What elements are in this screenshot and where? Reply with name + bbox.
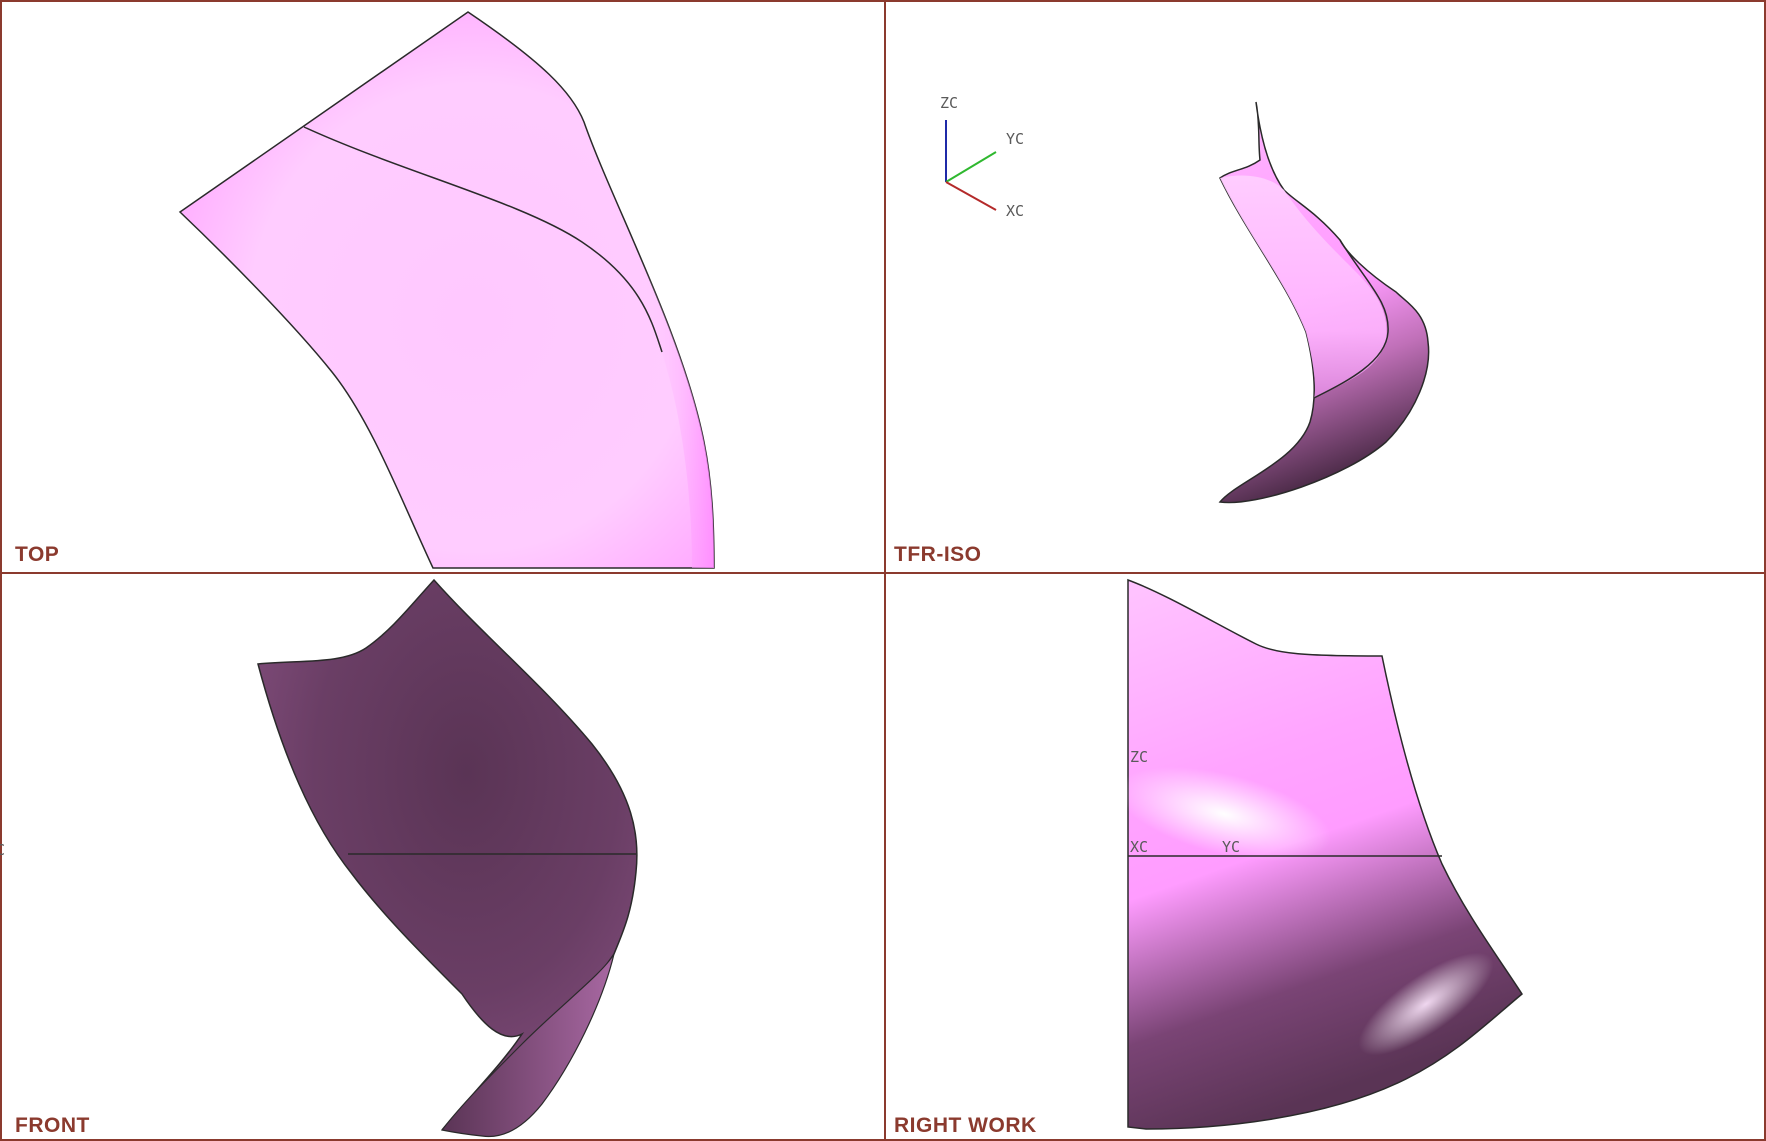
triad-x-axis: [945, 181, 997, 211]
right-work-x-label: XC: [1130, 838, 1148, 856]
viewport-label-right-work: RIGHT WORK: [894, 1114, 1037, 1137]
tfr-iso-surface[interactable]: [886, 2, 1764, 572]
triad-y-label: YC: [1006, 130, 1024, 148]
viewport-label-front: FRONT: [15, 1114, 90, 1137]
triad-y-axis: [945, 151, 997, 183]
right-work-y-label: YC: [1222, 838, 1240, 856]
viewport-top[interactable]: TOP: [2, 2, 884, 572]
right-work-specular-lower: [1358, 952, 1494, 1056]
front-surface-lower-fold: [440, 953, 615, 1138]
viewport-front[interactable]: C FRONT: [0, 574, 884, 1139]
front-axis-fragment: C: [0, 841, 5, 859]
triad-x-label: XC: [1006, 202, 1024, 220]
tfr-iso-triad: ZC YC XC: [940, 94, 1024, 220]
top-surface-seam: [303, 126, 663, 353]
viewport-tfr-iso[interactable]: ZC YC XC TFR-ISO: [886, 2, 1764, 572]
viewport-divider-vertical: [884, 0, 886, 1141]
viewport-label-tfr-iso: TFR-ISO: [894, 543, 982, 566]
top-surface[interactable]: [2, 2, 884, 572]
viewport-label-top: TOP: [15, 543, 60, 566]
front-surface-main: [257, 578, 638, 1131]
front-surface[interactable]: C: [0, 574, 884, 1139]
viewport-right-work[interactable]: ZC XC YC RIGHT WORK: [886, 574, 1764, 1139]
tfr-iso-surface-inner: [1220, 175, 1387, 398]
right-work-surface-shape: [1127, 578, 1523, 1130]
right-work-z-label: ZC: [1130, 748, 1148, 766]
tfr-iso-surface-seam: [1313, 239, 1389, 399]
right-work-specular: [1116, 766, 1332, 862]
right-work-surface[interactable]: ZC XC YC: [886, 574, 1764, 1139]
triad-z-label: ZC: [940, 94, 958, 112]
viewport-divider-horizontal: [0, 572, 1766, 574]
